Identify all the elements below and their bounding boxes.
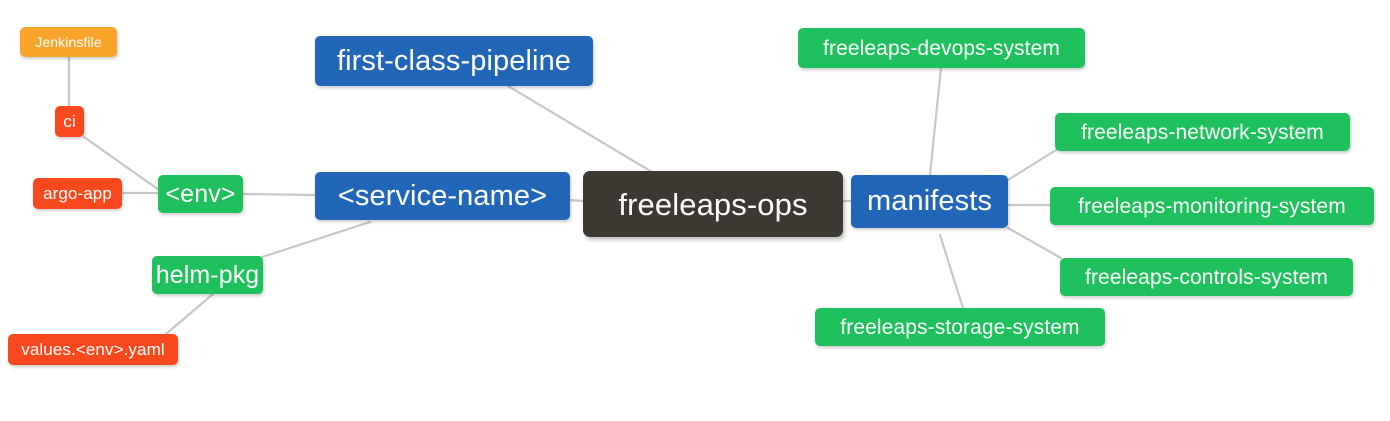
- edge-env-servicename: [241, 192, 317, 197]
- node-env[interactable]: <env>: [158, 175, 243, 213]
- node-label: freeleaps-devops-system: [823, 36, 1060, 60]
- node-label: freeleaps-storage-system: [840, 315, 1080, 339]
- edge-pipeline-root: [506, 84, 654, 174]
- node-ci[interactable]: ci: [55, 106, 84, 137]
- edge-helmpkg-servicename: [257, 220, 372, 260]
- edge-servicename-root: [567, 198, 586, 203]
- node-label: Jenkinsfile: [35, 34, 102, 50]
- node-label: first-class-pipeline: [336, 44, 572, 77]
- node-label: ci: [63, 112, 76, 131]
- edge-manifests-storage: [938, 233, 965, 310]
- node-service-name[interactable]: <service-name>: [315, 172, 570, 220]
- node-jenkinsfile[interactable]: Jenkinsfile: [20, 27, 117, 57]
- edge-manifests-network: [1006, 148, 1058, 182]
- node-label: freeleaps-controls-system: [1085, 265, 1328, 289]
- node-label: <env>: [165, 179, 236, 208]
- node-freeleaps-devops-system[interactable]: freeleaps-devops-system: [798, 28, 1085, 68]
- node-argo-app[interactable]: argo-app: [33, 178, 122, 209]
- edge-manifests-controls: [1006, 226, 1063, 260]
- node-label: helm-pkg: [155, 260, 260, 289]
- node-label: freeleaps-monitoring-system: [1078, 194, 1346, 218]
- node-freeleaps-storage-system[interactable]: freeleaps-storage-system: [815, 308, 1105, 346]
- node-helm-pkg[interactable]: helm-pkg: [152, 256, 263, 294]
- edge-values-helmpkg: [164, 292, 215, 336]
- node-label: freeleaps-network-system: [1081, 120, 1324, 144]
- node-label: argo-app: [43, 184, 112, 203]
- node-values-env-yaml[interactable]: values.<env>.yaml: [8, 334, 178, 365]
- node-first-class-pipeline[interactable]: first-class-pipeline: [315, 36, 593, 86]
- node-freeleaps-ops[interactable]: freeleaps-ops: [583, 171, 843, 237]
- edge-ci-env: [82, 135, 161, 192]
- edge-manifests-devops: [928, 66, 943, 177]
- node-freeleaps-network-system[interactable]: freeleaps-network-system: [1055, 113, 1350, 151]
- node-manifests[interactable]: manifests: [851, 175, 1008, 228]
- node-label: manifests: [867, 185, 992, 217]
- node-label: freeleaps-ops: [618, 186, 808, 222]
- node-label: <service-name>: [337, 179, 548, 212]
- node-label: values.<env>.yaml: [21, 340, 165, 359]
- node-freeleaps-monitoring-system[interactable]: freeleaps-monitoring-system: [1050, 187, 1374, 225]
- node-freeleaps-controls-system[interactable]: freeleaps-controls-system: [1060, 258, 1353, 296]
